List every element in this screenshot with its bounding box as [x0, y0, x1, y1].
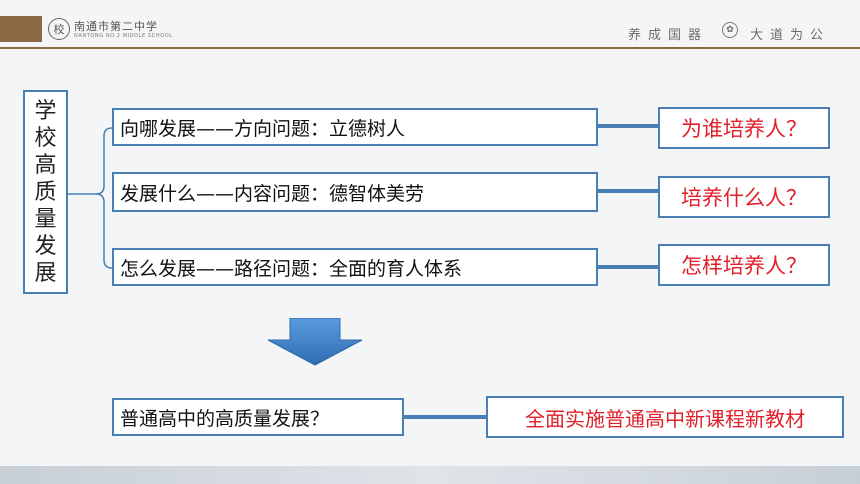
motto-emblem-icon: ✿ — [722, 22, 738, 38]
answer-text: 培养什么人？ — [681, 186, 807, 210]
answer-box-new-curriculum: 全面实施普通高中新课程新教材 — [486, 396, 844, 438]
question-text: 向哪发展——方向问题：立德树人 — [120, 117, 406, 140]
title-char: 校 — [34, 125, 57, 151]
question-text: 怎么发展——路径问题：全面的育人体系 — [120, 257, 463, 280]
title-char: 发 — [34, 233, 57, 259]
question-box-high-school: 普通高中的高质量发展？ — [112, 398, 404, 436]
answer-box-how: 怎样培养人？ — [658, 244, 830, 286]
title-char: 高 — [34, 152, 57, 178]
motto-left: 养成国器 — [628, 28, 709, 43]
answer-text: 为谁培养人？ — [681, 117, 807, 141]
question-text: 普通高中的高质量发展？ — [120, 407, 330, 430]
question-text: 发展什么——内容问题：德智体美劳 — [120, 182, 425, 205]
answer-box-for-whom: 为谁培养人？ — [658, 107, 830, 149]
question-box-content: 发展什么——内容问题：德智体美劳 — [112, 172, 598, 212]
connector-line — [404, 415, 486, 419]
connector-line — [598, 189, 658, 193]
title-char: 质 — [34, 179, 57, 205]
connector-line — [598, 265, 658, 269]
down-arrow-icon — [267, 318, 363, 366]
answer-text: 全面实施普通高中新课程新教材 — [525, 406, 805, 431]
vertical-title-box: 学 校 高 质 量 发 展 — [23, 90, 68, 294]
answer-box-what: 培养什么人？ — [658, 176, 830, 218]
question-box-path: 怎么发展——路径问题：全面的育人体系 — [112, 248, 598, 286]
header-divider — [0, 47, 860, 49]
connector-line — [598, 124, 658, 128]
title-char: 量 — [34, 206, 57, 232]
answer-text: 怎样培养人？ — [681, 254, 807, 278]
title-char: 学 — [34, 98, 57, 124]
motto-right: 大道为公 — [750, 28, 831, 43]
question-box-direction: 向哪发展——方向问题：立德树人 — [112, 108, 598, 146]
school-seal-icon: 校 — [48, 18, 70, 40]
school-name: 南通市第二中学 — [74, 20, 158, 33]
title-char: 展 — [34, 260, 57, 286]
school-english-name: NANTONG NO.2 MIDDLE SCHOOL — [74, 33, 173, 39]
brace-connector — [68, 127, 113, 269]
footer-band — [0, 466, 860, 484]
header-accent-bar — [0, 16, 42, 42]
